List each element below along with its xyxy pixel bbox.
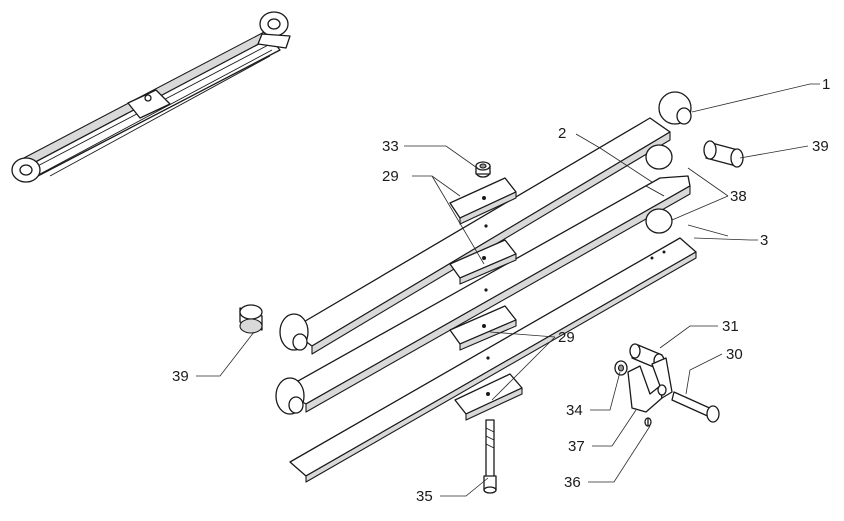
assembled-leaf-spring [11, 11, 291, 183]
callout-3: 3 [760, 232, 768, 249]
callout-39-right: 39 [812, 138, 829, 155]
saddle-plates [449, 177, 523, 421]
callout-33: 33 [382, 138, 399, 155]
callout-39-left: 39 [172, 368, 189, 385]
bush-39-right [703, 140, 744, 168]
discs-38 [645, 144, 673, 234]
leaf-spring-third-leaf [289, 237, 697, 483]
leaf-spring-main-leaf [279, 91, 692, 355]
callout-1: 1 [822, 76, 830, 93]
bolt-30 [671, 391, 720, 423]
callout-29-lower: 29 [558, 329, 575, 346]
callout-34: 34 [566, 402, 583, 419]
bolt-35 [483, 419, 497, 494]
leader-lines [196, 83, 820, 497]
callout-36: 36 [564, 474, 581, 491]
bush-39-left [239, 304, 263, 334]
callout-35: 35 [416, 488, 433, 505]
nut-34 [614, 360, 628, 376]
shackle-37 [627, 357, 673, 413]
callout-38: 38 [730, 188, 747, 205]
callout-labels: 1 2 3 29 29 30 31 33 34 35 36 37 38 39 3… [172, 76, 830, 505]
callout-2: 2 [558, 125, 566, 142]
callout-30: 30 [726, 346, 743, 363]
callout-31: 31 [722, 318, 739, 335]
grease-nipple-36 [644, 417, 652, 427]
nut-33 [475, 161, 491, 178]
callout-37: 37 [568, 438, 585, 455]
callout-29-upper: 29 [382, 168, 399, 185]
